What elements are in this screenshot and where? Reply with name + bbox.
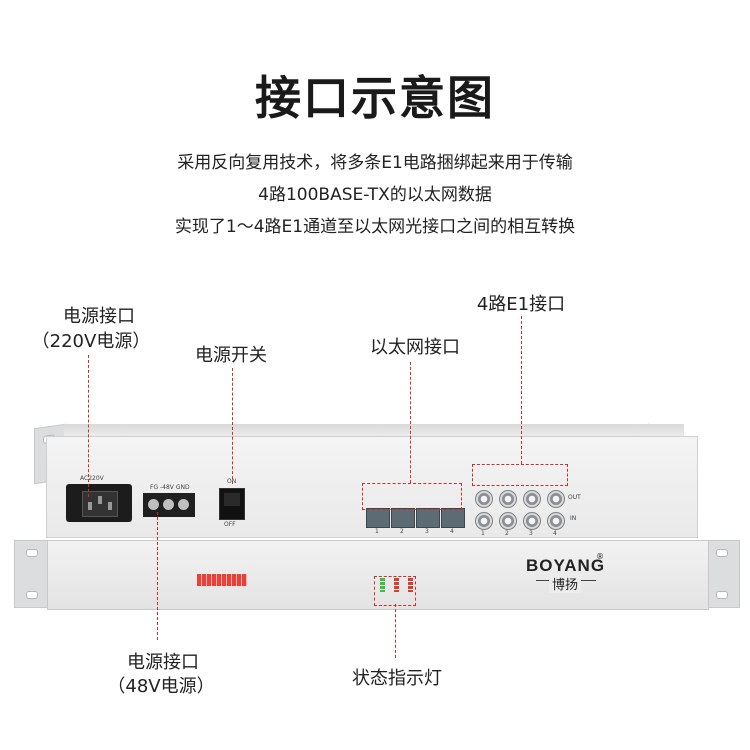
bnc-out-1 — [475, 490, 493, 508]
dc-terminal-block — [143, 493, 195, 517]
bnc-in-3 — [523, 512, 541, 530]
brand-chinese: 博扬 — [549, 574, 582, 593]
dip-switch — [197, 574, 247, 586]
brand-registered: ® — [596, 552, 604, 561]
callout-e1: 4路E1接口 — [476, 294, 566, 315]
switch-off-label: OFF — [224, 521, 236, 528]
callout-line-e1 — [521, 316, 522, 464]
bnc-number: 4 — [553, 530, 557, 537]
callout-line-status-led — [395, 604, 396, 658]
page-title: 接口示意图 — [255, 71, 495, 125]
status-led-green — [380, 578, 385, 592]
callout-box-e1 — [472, 464, 568, 486]
ac-power-socket — [66, 484, 132, 522]
callout-box-ethernet — [362, 483, 462, 510]
eth-port-number: 4 — [450, 528, 454, 535]
bnc-number: 3 — [529, 530, 533, 537]
switch-rocker — [224, 493, 240, 506]
status-led-red — [394, 578, 399, 592]
callout-dc-power-title: 电源接口 — [127, 652, 199, 673]
power-switch — [219, 488, 245, 520]
callout-line-ethernet — [410, 362, 411, 483]
eth-port-number: 1 — [375, 528, 379, 535]
callout-ac-power-subtitle: （220V电源） — [31, 331, 151, 352]
status-led-red — [408, 578, 413, 592]
dip-switch-keys — [197, 574, 247, 586]
ethernet-port-4 — [441, 508, 465, 528]
terminal-screw — [148, 499, 159, 510]
eth-port-number: 3 — [425, 528, 429, 535]
description-line-1: 采用反向复用技术，将多条E1电路捆绑起来用于传输 — [177, 153, 573, 173]
rack-ear-hole — [26, 591, 38, 599]
callout-line-dc-power — [157, 512, 158, 640]
rack-ear-hole — [716, 549, 728, 557]
brand-logo: BOYANG — [526, 556, 606, 575]
ac-pin — [88, 502, 92, 510]
bnc-number: 1 — [481, 530, 485, 537]
bnc-out-4 — [547, 490, 565, 508]
callout-status-led: 状态指示灯 — [352, 668, 442, 689]
dc-label: FG -48V GND — [150, 484, 190, 491]
bnc-out-3 — [523, 490, 541, 508]
ethernet-port-1 — [366, 508, 390, 528]
ethernet-port-2 — [391, 508, 415, 528]
description-line-3: 实现了1～4路E1通道至以太网光接口之间的相互转换 — [174, 217, 576, 237]
callout-ethernet: 以太网接口 — [370, 337, 460, 358]
rack-ear-hole — [26, 549, 38, 557]
rack-ear-bottom-right — [704, 540, 740, 608]
bnc-in-2 — [499, 512, 517, 530]
callout-power-switch: 电源开关 — [195, 345, 267, 366]
bnc-in-4 — [547, 512, 565, 530]
terminal-screw — [178, 499, 189, 510]
callout-ac-power-title: 电源接口 — [63, 306, 135, 327]
ac-label: AC220V — [80, 475, 104, 482]
bnc-number: 2 — [505, 530, 509, 537]
bnc-in-label: IN — [570, 515, 577, 522]
ac-pin — [98, 496, 102, 504]
rack-ear-hole — [716, 591, 728, 599]
callout-line-ac-power — [88, 355, 89, 497]
rack-ear-bottom-left — [14, 540, 50, 608]
bnc-out-2 — [499, 490, 517, 508]
callout-box-status-led — [374, 576, 416, 606]
bnc-in-1 — [475, 512, 493, 530]
callout-line-power-switch — [232, 368, 233, 484]
eth-port-number: 2 — [400, 528, 404, 535]
bnc-out-label: OUT — [568, 494, 581, 501]
description-line-2: 4路100BASE-TX的以太网数据 — [258, 185, 492, 205]
ac-pin — [108, 502, 112, 510]
ethernet-port-3 — [416, 508, 440, 528]
switch-on-label: ON — [227, 478, 237, 485]
terminal-screw — [163, 499, 174, 510]
callout-dc-power-subtitle: （48V电源） — [107, 676, 215, 697]
chassis-top-edge — [64, 424, 684, 438]
